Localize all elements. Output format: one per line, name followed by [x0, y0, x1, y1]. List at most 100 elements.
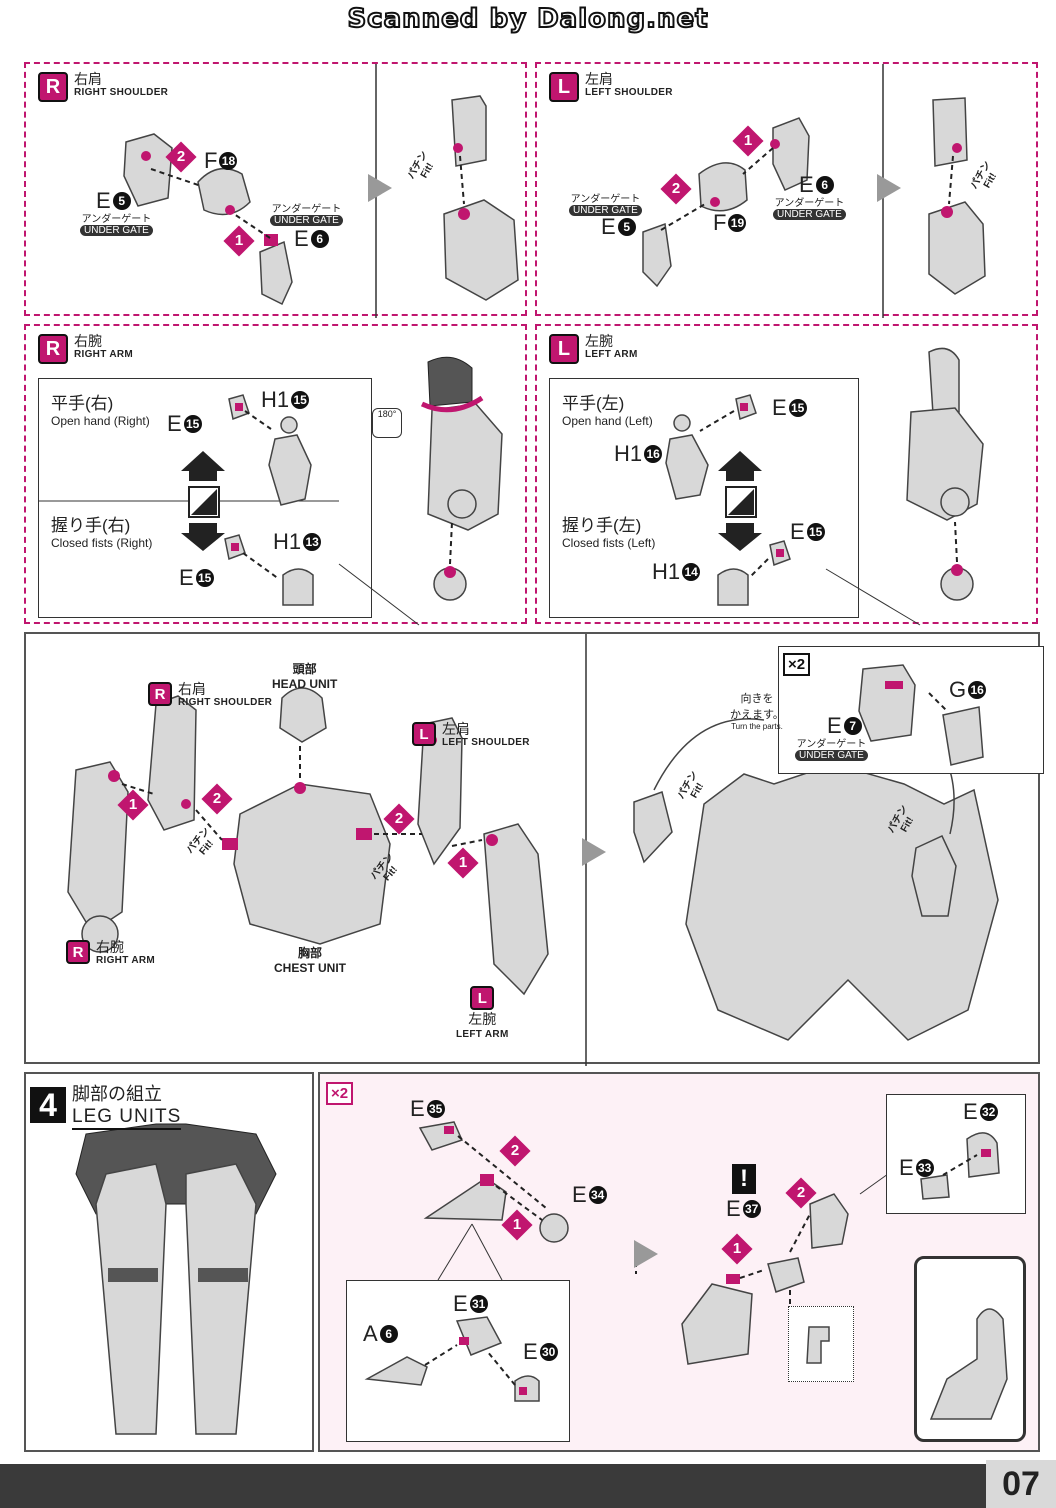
- section-title-jp: 左肩: [585, 71, 613, 87]
- step-marker-1: 1: [501, 1209, 533, 1241]
- panel-leg-intro: [24, 1072, 314, 1452]
- section-title-jp: 右腕: [74, 333, 102, 349]
- right-badge: R: [38, 334, 68, 364]
- panel-left-arm: L 左腕 LEFT ARM 平手(左)Open hand (Left) 握り手(…: [535, 324, 1038, 626]
- step-marker-1: 1: [732, 125, 764, 157]
- section-title-en: LEFT ARM: [585, 349, 638, 360]
- hand-diagram: [665, 394, 921, 626]
- quantity-x2-badge: ×2: [326, 1082, 354, 1105]
- left-badge: L: [549, 334, 579, 364]
- open-hand-title: 平手(右)Open hand (Right): [51, 394, 150, 428]
- step-marker-2: 2: [165, 141, 197, 173]
- foot-result-inset: [914, 1256, 1026, 1442]
- section-tag: L 左腕 LEFT ARM: [549, 334, 638, 364]
- rotate-180-icon: 180°: [372, 408, 402, 438]
- panel-right-arm: R 右腕 RIGHT ARM 平手(右)Open hand (Right) 握り…: [24, 324, 527, 626]
- next-arrow: [634, 1240, 658, 1268]
- section-title-jp: 左腕: [585, 333, 613, 349]
- page-number: 07: [986, 1460, 1056, 1508]
- step-marker-1b: 1: [447, 847, 479, 879]
- section-title-en: RIGHT SHOULDER: [74, 87, 169, 98]
- right-badge: R: [38, 72, 68, 102]
- step-marker-2b: 2: [785, 1177, 817, 1209]
- section-tag: R 右腕 RIGHT ARM: [38, 334, 133, 364]
- hand-options-box: 平手(右)Open hand (Right) 握り手(右)Closed fist…: [38, 378, 420, 626]
- next-arrow: [368, 174, 392, 202]
- section-title-en: RIGHT ARM: [74, 349, 133, 360]
- step-marker-2: 2: [660, 173, 692, 205]
- step-marker-2b: 2: [383, 803, 415, 835]
- arm-diagram: [420, 356, 503, 601]
- section-tag: R 右肩 RIGHT SHOULDER: [38, 72, 168, 102]
- scan-credit: Scanned by Dalong.net: [346, 3, 709, 35]
- step-marker-1: 1: [117, 789, 149, 821]
- open-hand-title: 平手(左)Open hand (Left): [562, 394, 653, 428]
- shoulder-diagram: [123, 64, 519, 318]
- leg-overview-diagram: [75, 1123, 277, 1435]
- hand-diagram: [39, 394, 420, 626]
- closed-fist-title: 握り手(左)Closed fists (Left): [562, 516, 656, 550]
- foot-detail-inset: [788, 1306, 854, 1382]
- turn-parts-note: 向きを かえます。Turn the parts.: [730, 693, 784, 731]
- quantity-x2-badge: ×2: [783, 653, 811, 676]
- next-arrow: [582, 838, 606, 866]
- warning-icon: !: [732, 1164, 756, 1194]
- left-badge: L: [549, 72, 579, 102]
- step-marker-2: 2: [201, 783, 233, 815]
- arm-diagram: [906, 347, 984, 601]
- step-marker-2: 2: [499, 1135, 531, 1167]
- section-title-jp: 右肩: [74, 71, 102, 87]
- footer-bar: [0, 1464, 1056, 1508]
- section-tag: L 左肩 LEFT SHOULDER: [549, 72, 673, 102]
- assembly-diagram: [67, 634, 999, 1066]
- shoulder-diagram: [642, 64, 986, 318]
- step-marker-1: 1: [223, 225, 255, 257]
- hand-options-box: 平手(左)Open hand (Left) 握り手(左)Closed fists…: [549, 378, 921, 626]
- step-marker-1b: 1: [721, 1233, 753, 1265]
- closed-fist-title: 握り手(右)Closed fists (Right): [51, 516, 153, 550]
- next-arrow: [877, 174, 901, 202]
- leg-parts-diagram: [418, 1121, 931, 1365]
